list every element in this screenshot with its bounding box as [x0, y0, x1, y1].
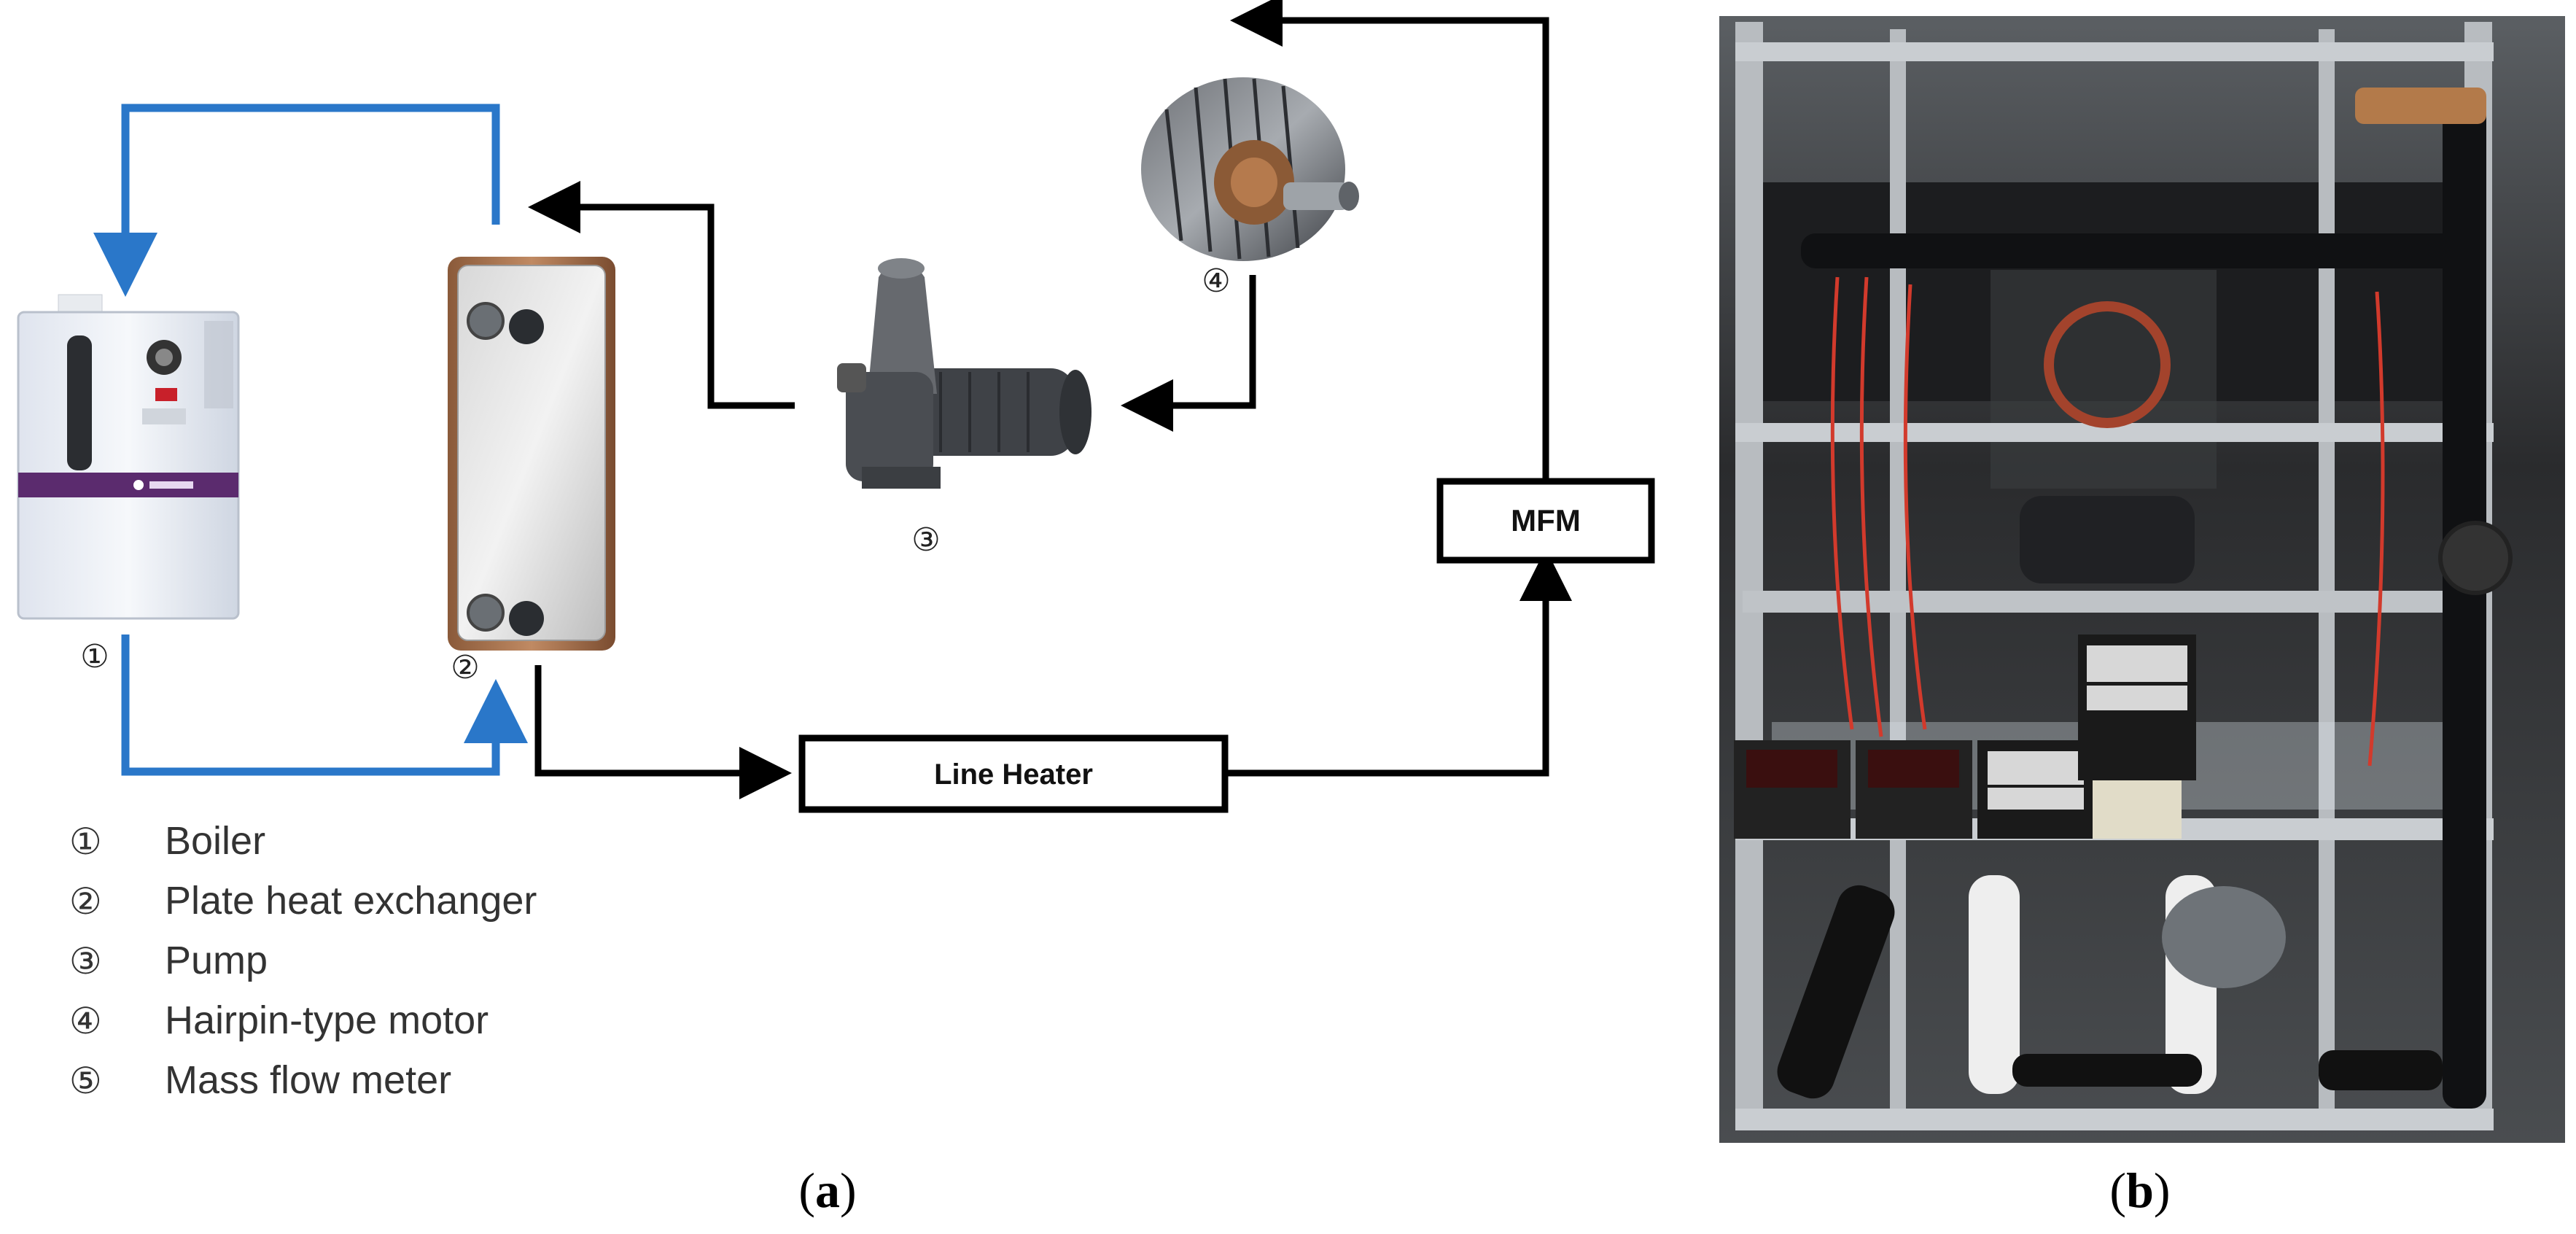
pump-number: ③ — [911, 521, 940, 559]
legend-num-4: ④ — [69, 1000, 102, 1042]
legend-label-5: Mass flow meter — [165, 1058, 451, 1102]
boiler — [17, 294, 240, 620]
line-heater-box: Line Heater — [798, 734, 1229, 813]
legend: ① Boiler ② Plate heat exchanger ③ Pump ④… — [69, 819, 537, 1102]
caption-b: (b) — [2109, 1163, 2170, 1218]
coolant-loop — [528, 0, 1572, 799]
pump-to-phe-pipe — [528, 181, 795, 409]
test-rig-photo — [1719, 16, 2565, 1143]
phe-number: ② — [451, 649, 479, 686]
boiler-supply-pipe — [93, 104, 500, 297]
hairpin-motor — [1141, 77, 1359, 261]
legend-label-1: Boiler — [165, 819, 265, 863]
boiler-number: ① — [80, 638, 109, 675]
phe-to-heater-pipe — [534, 665, 792, 799]
temperature-controllers — [1734, 635, 2196, 839]
legend-label-3: Pump — [165, 939, 268, 982]
boiler-return-pipe — [121, 635, 528, 776]
line-heater-label: Line Heater — [934, 758, 1093, 791]
legend-label-4: Hairpin-type motor — [165, 998, 489, 1042]
caption-a: (a) — [798, 1163, 856, 1218]
mfm-box: MFM — [1436, 478, 1655, 564]
legend-num-1: ① — [69, 820, 102, 863]
pump — [837, 258, 1092, 489]
legend-num-3: ③ — [69, 940, 102, 982]
motor-to-pump-pipe — [1121, 275, 1256, 432]
mfm-to-motor-pipe — [1230, 0, 1549, 481]
heater-to-mfm-pipe — [1225, 548, 1572, 777]
legend-num-5: ⑤ — [69, 1060, 102, 1102]
mfm-label: MFM — [1511, 503, 1581, 538]
boiler-loop — [93, 104, 528, 776]
plate-heat-exchanger — [448, 257, 615, 651]
legend-label-2: Plate heat exchanger — [165, 879, 537, 923]
legend-num-2: ② — [69, 880, 102, 923]
motor-number: ④ — [1202, 263, 1230, 300]
